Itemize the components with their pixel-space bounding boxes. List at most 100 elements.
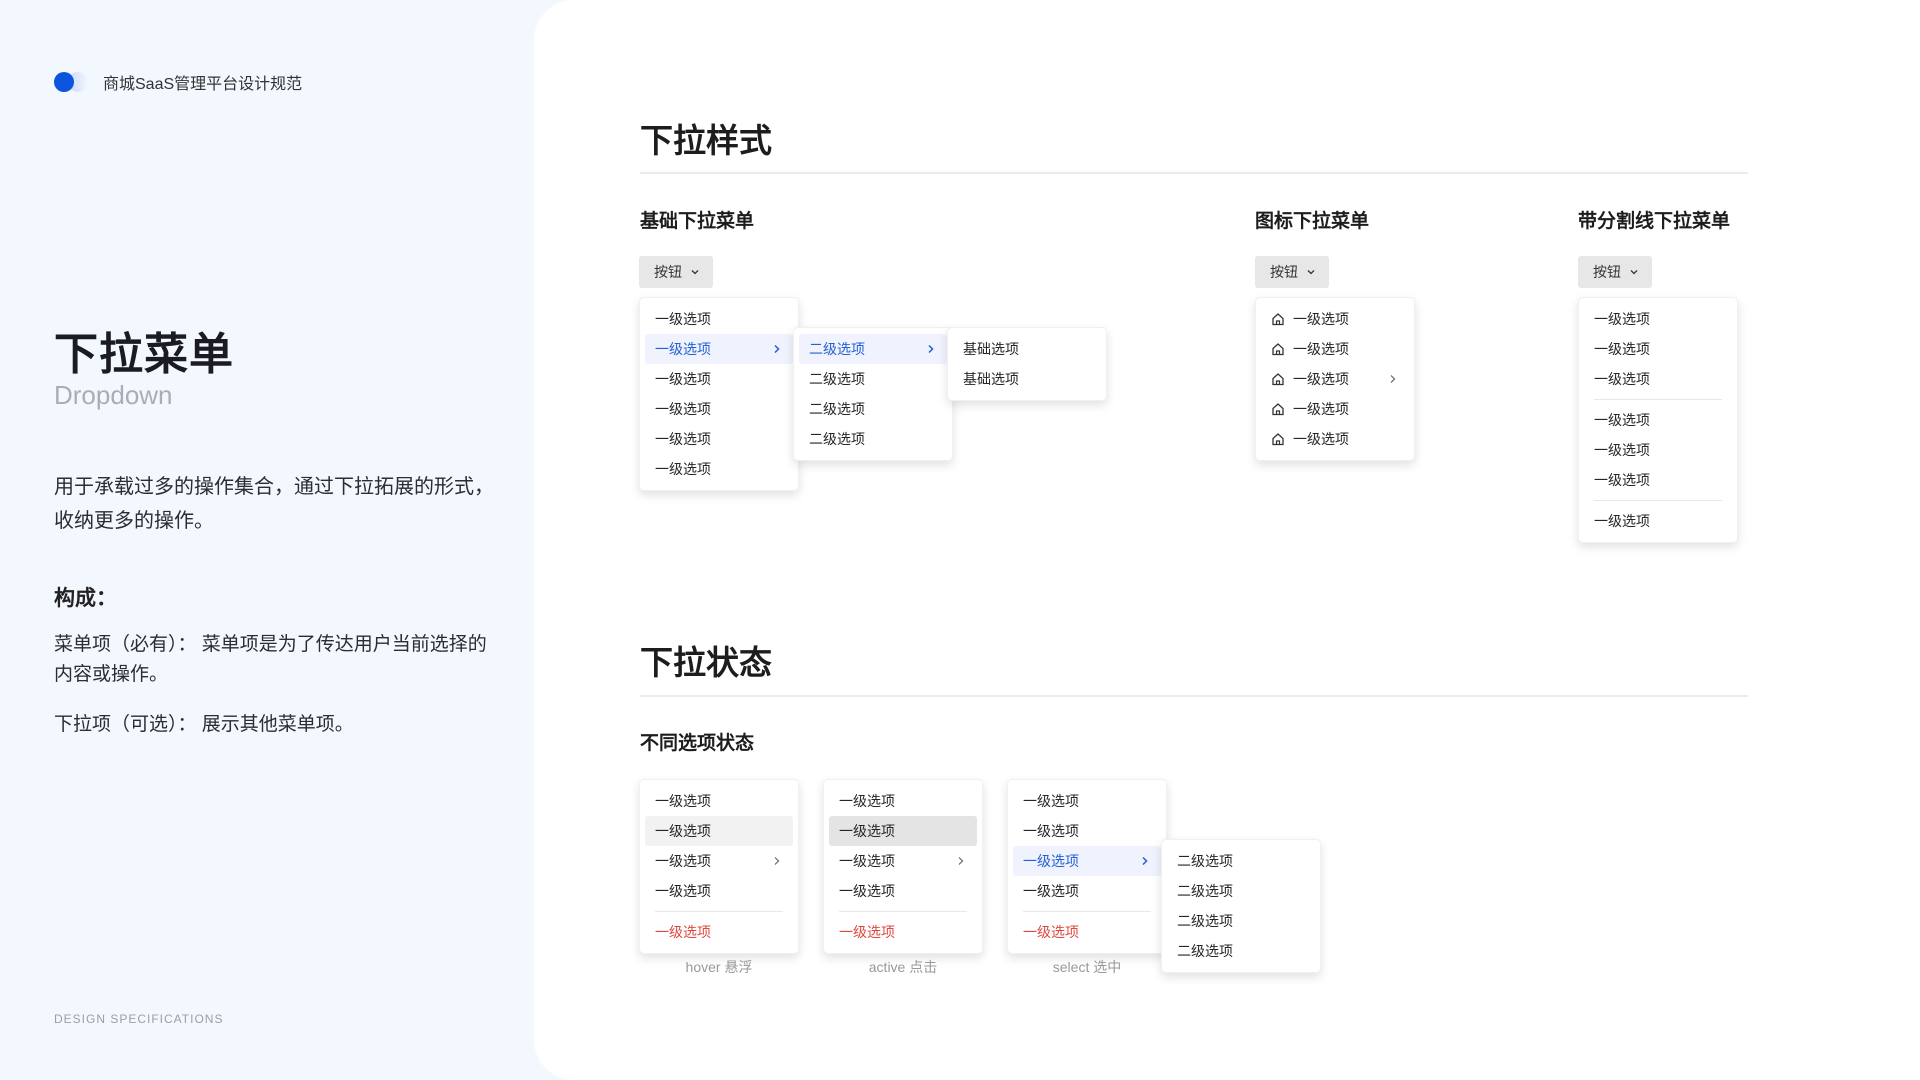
menu-item[interactable]: 一级选项 xyxy=(1261,364,1409,394)
dropdown-menu-hover: 一级选项 一级选项 一级选项 一级选项 一级选项 xyxy=(639,779,799,954)
dropdown-menu-divider: 一级选项 一级选项 一级选项 一级选项 一级选项 一级选项 一级选项 xyxy=(1578,297,1738,543)
menu-item-hover[interactable]: 一级选项 xyxy=(645,816,793,846)
subsection-title-states: 不同选项状态 xyxy=(640,733,755,754)
menu-divider xyxy=(1023,911,1151,912)
menu-item-danger[interactable]: 一级选项 xyxy=(1023,924,1079,940)
menu-item[interactable]: 一级选项 xyxy=(1261,394,1409,424)
menu-item[interactable]: 一级选项 xyxy=(839,883,895,899)
menu-item[interactable]: 一级选项 xyxy=(1594,513,1650,529)
dropdown-menu-icon: 一级选项 一级选项 一级选项 一级选项 一级选项 xyxy=(1255,297,1415,461)
menu-item[interactable]: 一级选项 xyxy=(1594,371,1650,387)
menu-item[interactable]: 一级选项 xyxy=(1023,883,1079,899)
menu-item-danger[interactable]: 一级选项 xyxy=(839,924,895,940)
menu-item[interactable]: 一级选项 xyxy=(645,846,793,876)
menu-item[interactable]: 二级选项 xyxy=(1177,883,1233,899)
button-label: 按钮 xyxy=(1593,264,1621,280)
menu-item[interactable]: 二级选项 xyxy=(1177,913,1233,929)
dropdown-menu-select: 一级选项 一级选项 一级选项 一级选项 一级选项 xyxy=(1007,779,1167,954)
dropdown-menu-active: 一级选项 一级选项 一级选项 一级选项 一级选项 xyxy=(823,779,983,954)
section-divider xyxy=(640,695,1748,697)
subsection-title-icon: 图标下拉菜单 xyxy=(1255,211,1370,232)
menu-item[interactable]: 一级选项 xyxy=(829,846,977,876)
menu-item[interactable]: 一级选项 xyxy=(1261,334,1409,364)
menu-item[interactable]: 一级选项 xyxy=(655,401,711,417)
brand: 商城SaaS管理平台设计规范 xyxy=(54,70,302,94)
brand-name: 商城SaaS管理平台设计规范 xyxy=(103,76,303,93)
menu-item[interactable]: 基础选项 xyxy=(963,341,1019,357)
subsection-title-basic: 基础下拉菜单 xyxy=(640,211,755,232)
menu-item[interactable]: 一级选项 xyxy=(1261,304,1409,334)
menu-item[interactable]: 一级选项 xyxy=(655,461,711,477)
logo-icon xyxy=(54,72,88,92)
menu-item[interactable]: 二级选项 xyxy=(1177,853,1233,869)
chevron-down-icon xyxy=(1307,270,1315,275)
menu-item[interactable]: 一级选项 xyxy=(1594,412,1650,428)
page-title: 下拉菜单 xyxy=(54,330,234,379)
state-caption: select 选中 xyxy=(1052,959,1122,975)
footer-label: DESIGN SPECIFICATIONS xyxy=(54,1012,224,1026)
dropdown-menu-level2: 二级选项 二级选项 二级选项 二级选项 xyxy=(793,327,953,461)
menu-item[interactable]: 一级选项 xyxy=(1594,472,1650,488)
home-icon xyxy=(1272,403,1284,416)
page-description: 用于承载过多的操作集合，通过下拉拓展的形式，收纳更多的操作。 xyxy=(54,476,494,532)
button-label: 按钮 xyxy=(1270,264,1298,280)
menu-item[interactable]: 一级选项 xyxy=(839,793,895,809)
sidebar: 商城SaaS管理平台设计规范 下拉菜单 Dropdown 用于承载过多的操作集合… xyxy=(0,0,534,1080)
chevron-right-icon xyxy=(774,857,780,865)
composition-item: 菜单项（必有）： 菜单项是为了传达用户当前选择的内容或操作。 xyxy=(54,634,487,685)
chevron-down-icon xyxy=(691,270,699,275)
menu-item[interactable]: 一级选项 xyxy=(655,793,711,809)
section-divider xyxy=(640,172,1748,174)
menu-item[interactable]: 一级选项 xyxy=(1594,442,1650,458)
chevron-right-icon xyxy=(958,857,964,865)
menu-divider xyxy=(839,911,967,912)
menu-item[interactable]: 一级选项 xyxy=(1023,823,1079,839)
home-icon xyxy=(1272,313,1284,326)
menu-item[interactable]: 二级选项 xyxy=(809,371,865,387)
chevron-down-icon xyxy=(1630,270,1638,275)
section-title-styles: 下拉样式 xyxy=(640,122,772,159)
menu-item[interactable]: 一级选项 xyxy=(655,371,711,387)
subsection-title-divider: 带分割线下拉菜单 xyxy=(1578,211,1731,232)
menu-item-selected[interactable]: 二级选项 xyxy=(799,334,947,364)
chevron-right-icon xyxy=(1390,375,1396,383)
chevron-right-icon xyxy=(774,344,780,354)
chevron-right-icon xyxy=(1142,856,1148,866)
menu-divider xyxy=(655,911,783,912)
home-icon xyxy=(1272,343,1284,356)
menu-item-selected[interactable]: 一级选项 xyxy=(1013,846,1161,876)
menu-item[interactable]: 一级选项 xyxy=(1594,311,1650,327)
menu-item-danger[interactable]: 一级选项 xyxy=(655,924,711,940)
menu-item[interactable]: 二级选项 xyxy=(1177,943,1233,959)
menu-item[interactable]: 二级选项 xyxy=(809,431,865,447)
button-label: 按钮 xyxy=(654,264,682,280)
menu-divider xyxy=(1594,399,1722,400)
chevron-right-icon xyxy=(928,344,934,354)
dropdown-submenu-select: 二级选项 二级选项 二级选项 二级选项 xyxy=(1161,839,1321,973)
menu-divider xyxy=(1594,500,1722,501)
composition-title: 构成： xyxy=(54,587,117,610)
menu-item[interactable]: 一级选项 xyxy=(655,883,711,899)
menu-item[interactable]: 二级选项 xyxy=(809,401,865,417)
dropdown-button-basic[interactable]: 按钮 xyxy=(639,256,713,288)
dropdown-menu-level1: 一级选项 一级选项 一级选项 一级选项 一级选项 一级选项 xyxy=(639,297,799,491)
home-icon xyxy=(1272,373,1284,386)
page-subtitle: Dropdown xyxy=(54,380,173,410)
menu-item-selected[interactable]: 一级选项 xyxy=(645,334,793,364)
menu-item[interactable]: 一级选项 xyxy=(1594,341,1650,357)
dropdown-menu-level3: 基础选项 基础选项 xyxy=(947,327,1107,401)
composition-item: 下拉项（可选）： 展示其他菜单项。 xyxy=(54,714,354,735)
menu-item-active[interactable]: 一级选项 xyxy=(829,816,977,846)
menu-item[interactable]: 一级选项 xyxy=(655,311,711,327)
section-title-states: 下拉状态 xyxy=(640,644,772,681)
home-icon xyxy=(1272,433,1284,446)
main-panel: 下拉样式 基础下拉菜单 按钮 一级选项 一级选项 一级选项 一级选项 一级选项 … xyxy=(534,0,1920,1080)
menu-item[interactable]: 一级选项 xyxy=(655,431,711,447)
menu-item[interactable]: 一级选项 xyxy=(1023,793,1079,809)
dropdown-button-icon[interactable]: 按钮 xyxy=(1255,256,1329,288)
dropdown-button-divider[interactable]: 按钮 xyxy=(1578,256,1652,288)
state-caption: active 点击 xyxy=(868,959,938,975)
state-caption: hover 悬浮 xyxy=(685,959,753,975)
menu-item[interactable]: 基础选项 xyxy=(963,371,1019,387)
menu-item[interactable]: 一级选项 xyxy=(1261,424,1409,454)
